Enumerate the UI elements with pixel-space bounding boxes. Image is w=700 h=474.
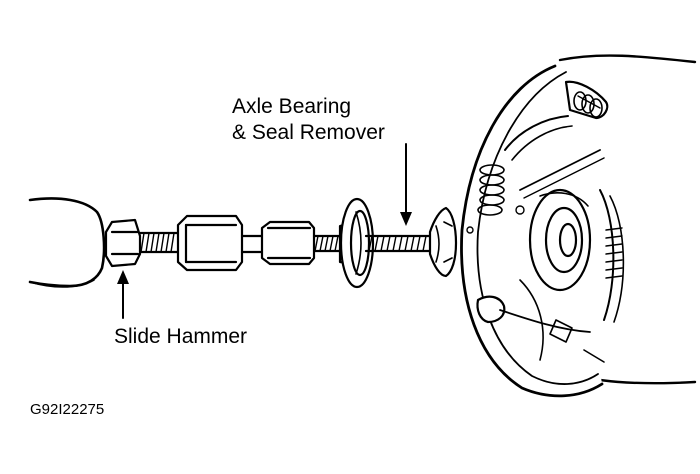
left-return-spring — [477, 164, 505, 216]
remover-head — [428, 206, 458, 278]
backing-plate-assembly — [460, 54, 697, 398]
upper-spring — [573, 91, 603, 118]
threaded-rod-middle — [312, 234, 344, 253]
hand-illustration — [28, 197, 106, 288]
remover-threaded-rod — [364, 234, 432, 253]
figure-id: G92I22275 — [30, 401, 105, 418]
slide-hammer-nut — [104, 218, 142, 268]
threaded-rod-left — [138, 231, 180, 254]
slide-hammer-callout-arrow — [117, 270, 129, 319]
remover-label-line2: & Seal Remover — [232, 121, 385, 144]
large-washer — [339, 197, 375, 289]
remover-label-line1: Axle Bearing — [232, 95, 352, 118]
axle-bore — [528, 188, 592, 292]
coupling-left — [176, 214, 244, 272]
coupling-right — [260, 220, 316, 266]
remover-callout-arrow — [400, 143, 412, 226]
slide-hammer-label: Slide Hammer — [114, 325, 248, 348]
right-spring — [605, 227, 623, 279]
